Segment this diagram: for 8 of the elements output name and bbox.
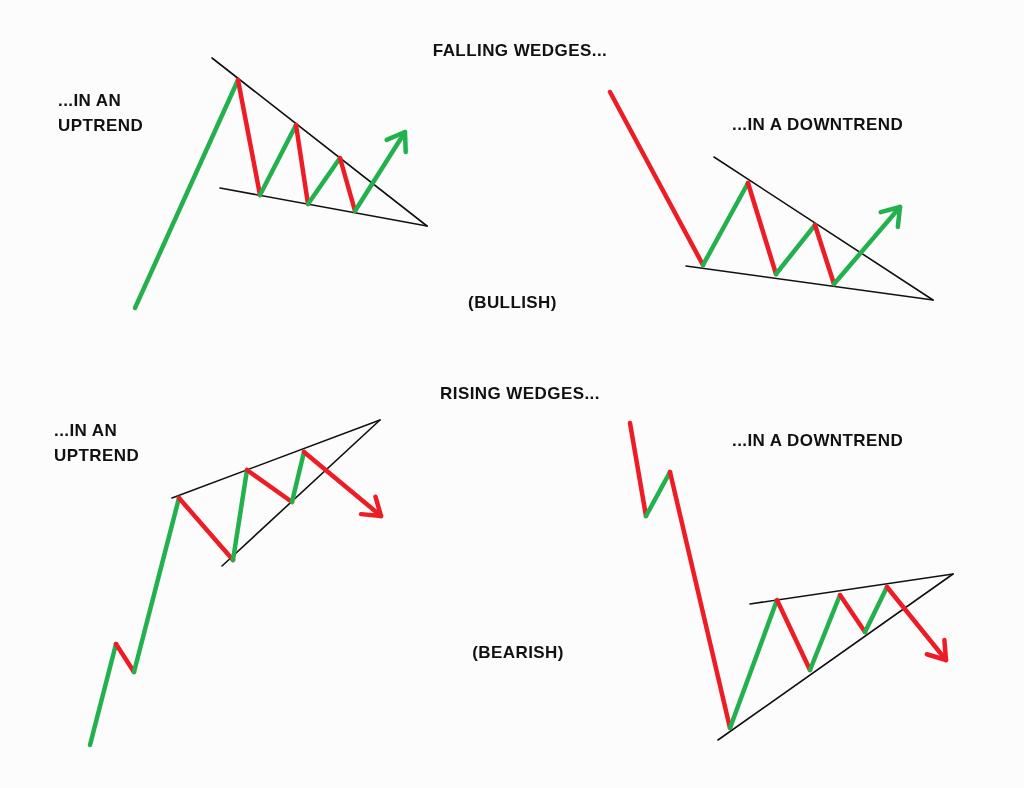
heading: FALLING WEDGES... <box>431 40 609 62</box>
sentiment-label: (BULLISH) <box>467 292 558 314</box>
subheading: ...IN A DOWNTREND <box>732 114 905 136</box>
subheading: ...IN A DOWNTREND <box>732 430 905 452</box>
subheading: ...IN AN UPTREND <box>54 420 141 467</box>
sentiment-label: (BEARISH) <box>471 642 565 664</box>
subheading: ...IN AN UPTREND <box>58 90 145 137</box>
heading: RISING WEDGES... <box>439 383 601 405</box>
